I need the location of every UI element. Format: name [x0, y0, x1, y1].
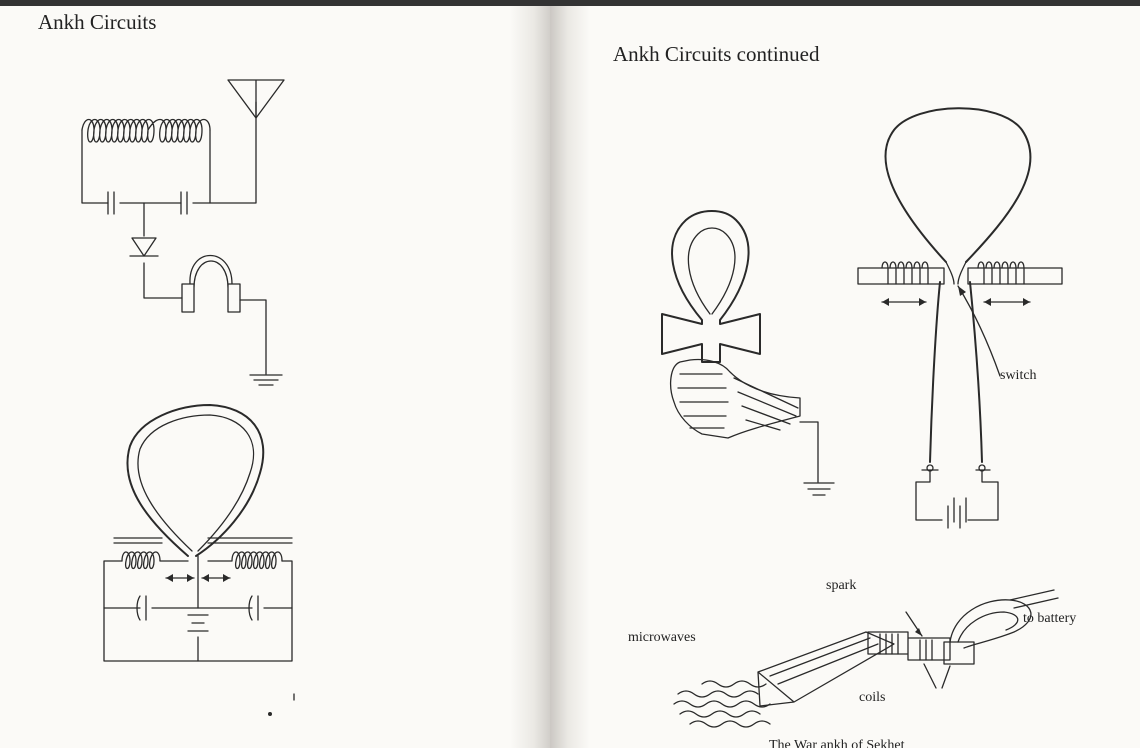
- radio-receiver-schematic: [81, 79, 285, 386]
- left-page-title: Ankh Circuits: [38, 10, 157, 34]
- arrow-heads: [166, 574, 230, 582]
- war-ankh-illustration: [673, 589, 1059, 728]
- left-terminal: [926, 464, 934, 472]
- switch-pointer-head: [958, 286, 966, 296]
- to-battery-label: to battery: [1023, 611, 1077, 626]
- right-page-title: Ankh Circuits continued: [613, 42, 820, 66]
- arm-hatching: [733, 377, 799, 431]
- ankh-inner-loop: [687, 227, 736, 315]
- left-horn: [757, 631, 895, 707]
- right-coil: [977, 261, 1025, 285]
- fingers-hatching: [677, 373, 729, 429]
- right-coil: [207, 551, 283, 570]
- arrow-heads: [882, 298, 1030, 306]
- ground-icon: [803, 482, 835, 496]
- ground-wire: [239, 299, 267, 375]
- ankh-switch-schematic: [857, 107, 1063, 529]
- tank-coil: [81, 118, 211, 143]
- microwaves-label: microwaves: [628, 630, 696, 645]
- left-gutter-shadow: [510, 6, 550, 748]
- loop-outer: [884, 107, 1032, 263]
- switch-contacts: [945, 261, 967, 285]
- switch-pointer-line: [957, 285, 1001, 377]
- capacitor-pair: [136, 595, 259, 621]
- window-top-bar: [0, 0, 1140, 6]
- page-speck: [268, 693, 295, 716]
- headphones-icon: [181, 255, 241, 313]
- microwave-waves: [673, 680, 771, 728]
- detector-wire: [143, 202, 183, 299]
- left-horn-lines: [769, 637, 879, 685]
- hand-ankh-illustration: [661, 210, 835, 496]
- antenna-wire: [209, 101, 257, 204]
- loop-inner: [957, 611, 1019, 643]
- spark-arrow-head: [915, 628, 922, 636]
- battery-leads: [1009, 589, 1059, 609]
- switch-label: switch: [1000, 368, 1037, 383]
- right-gutter-shadow: [550, 6, 590, 748]
- diode-icon: [131, 237, 157, 257]
- ground-icon: [249, 374, 283, 386]
- loop-legs: [929, 281, 983, 463]
- left-coil: [121, 551, 189, 570]
- coil-bars: [857, 267, 1063, 285]
- loop-outer: [949, 599, 1032, 649]
- figure-caption: The War ankh of Sekhet: [769, 738, 905, 748]
- ankh-loop-inner: [137, 414, 255, 552]
- ground-wire: [799, 421, 819, 483]
- battery-icon: [947, 497, 967, 529]
- left-coil: [881, 261, 929, 285]
- battery-icon: [187, 614, 209, 632]
- coils-label: coils: [859, 690, 886, 705]
- ankh-loop-schematic: [103, 404, 293, 662]
- battery-wires: [915, 469, 999, 521]
- spark-label: spark: [826, 578, 857, 593]
- antenna-icon: [227, 79, 285, 119]
- coil-blocks: [867, 631, 975, 665]
- right-terminal: [978, 464, 986, 472]
- coil-wraps: [879, 633, 933, 661]
- hand-icon: [669, 358, 801, 439]
- coils-pointers: [923, 663, 951, 689]
- right-page: Ankh Circuits continued switch: [550, 6, 1140, 748]
- ankh-outline: [661, 210, 761, 363]
- left-page: Ankh Circuits: [0, 6, 550, 748]
- tank-capacitors: [107, 191, 188, 215]
- ankh-loop-outer: [126, 404, 265, 557]
